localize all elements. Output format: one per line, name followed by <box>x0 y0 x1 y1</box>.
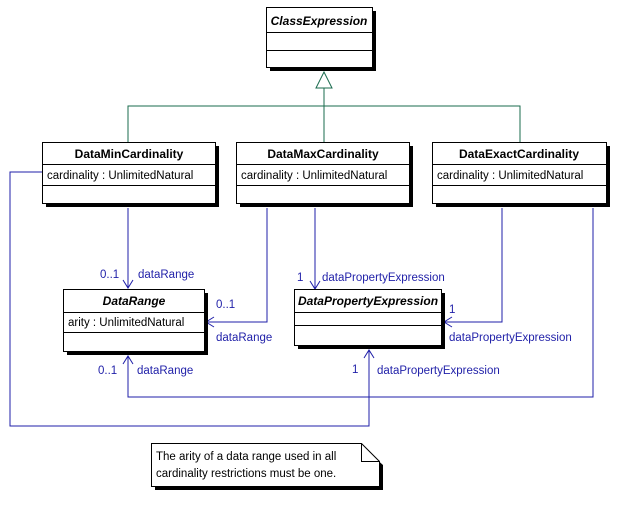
max-property-role: dataPropertyExpression <box>322 272 445 284</box>
assoc-exact-range-arrow <box>122 355 134 365</box>
class-attribute: cardinality : UnlimitedNatural <box>47 170 193 182</box>
constraint-note[interactable]: The arity of a data range used in all ca… <box>151 443 384 491</box>
class-name: ClassExpression <box>271 14 368 28</box>
class-name: DataPropertyExpression <box>298 294 438 308</box>
generalization-arrowhead <box>315 70 333 89</box>
exact-property-multiplicity: 1 <box>449 304 455 316</box>
min-range-multiplicity: 0..1 <box>100 269 119 281</box>
min-property-role: dataPropertyExpression <box>377 365 500 377</box>
generalization-exact-line <box>324 105 521 142</box>
class-box <box>432 142 607 204</box>
assoc-exact-range-line <box>127 208 594 398</box>
class-box <box>236 142 410 204</box>
class-data-range[interactable]: DataRange arity : UnlimitedNatural <box>63 289 209 356</box>
association-labels: 0..1 dataRange 0..1 dataRange 1 dataProp… <box>98 269 572 377</box>
assoc-min-property-line <box>9 171 370 427</box>
max-range-multiplicity: 0..1 <box>216 299 235 311</box>
class-data-exact-cardinality[interactable]: DataExactCardinality cardinality : Unlim… <box>432 142 611 208</box>
class-name: DataMinCardinality <box>75 147 184 161</box>
class-name: DataRange <box>103 294 166 308</box>
note-line-2: cardinality restrictions must be one. <box>156 468 336 480</box>
min-property-multiplicity: 1 <box>352 364 358 376</box>
exact-property-role: dataPropertyExpression <box>449 332 572 344</box>
class-attribute: cardinality : UnlimitedNatural <box>241 170 387 182</box>
generalization-min-line <box>127 88 325 142</box>
class-name: DataMaxCardinality <box>267 147 379 161</box>
max-property-multiplicity: 1 <box>297 272 303 284</box>
note-box <box>151 443 380 487</box>
note-line-1: The arity of a data range used in all <box>156 451 336 463</box>
assoc-exact-property-line <box>444 208 503 323</box>
assoc-min-range-arrow <box>122 279 134 289</box>
min-range-role: dataRange <box>138 269 194 281</box>
class-name: DataExactCardinality <box>459 147 579 161</box>
generalization-lines <box>127 70 521 142</box>
note-fold <box>361 443 380 462</box>
max-range-role: dataRange <box>216 332 272 344</box>
exact-range-multiplicity: 0..1 <box>98 365 117 377</box>
class-class-expression[interactable]: ClassExpression <box>266 7 377 72</box>
class-attribute: arity : UnlimitedNatural <box>68 317 184 329</box>
assoc-max-range-line <box>206 208 268 323</box>
class-box <box>294 289 442 346</box>
class-box <box>63 289 205 352</box>
assoc-min-property-arrow <box>363 349 375 359</box>
class-data-min-cardinality[interactable]: DataMinCardinality cardinality : Unlimit… <box>42 142 220 208</box>
class-attribute: cardinality : UnlimitedNatural <box>437 170 583 182</box>
class-box <box>266 7 373 68</box>
class-data-max-cardinality[interactable]: DataMaxCardinality cardinality : Unlimit… <box>236 142 414 208</box>
association-lines <box>9 171 594 427</box>
class-data-property-expression[interactable]: DataPropertyExpression <box>294 289 446 350</box>
class-box <box>42 142 216 204</box>
exact-range-role: dataRange <box>137 365 193 377</box>
